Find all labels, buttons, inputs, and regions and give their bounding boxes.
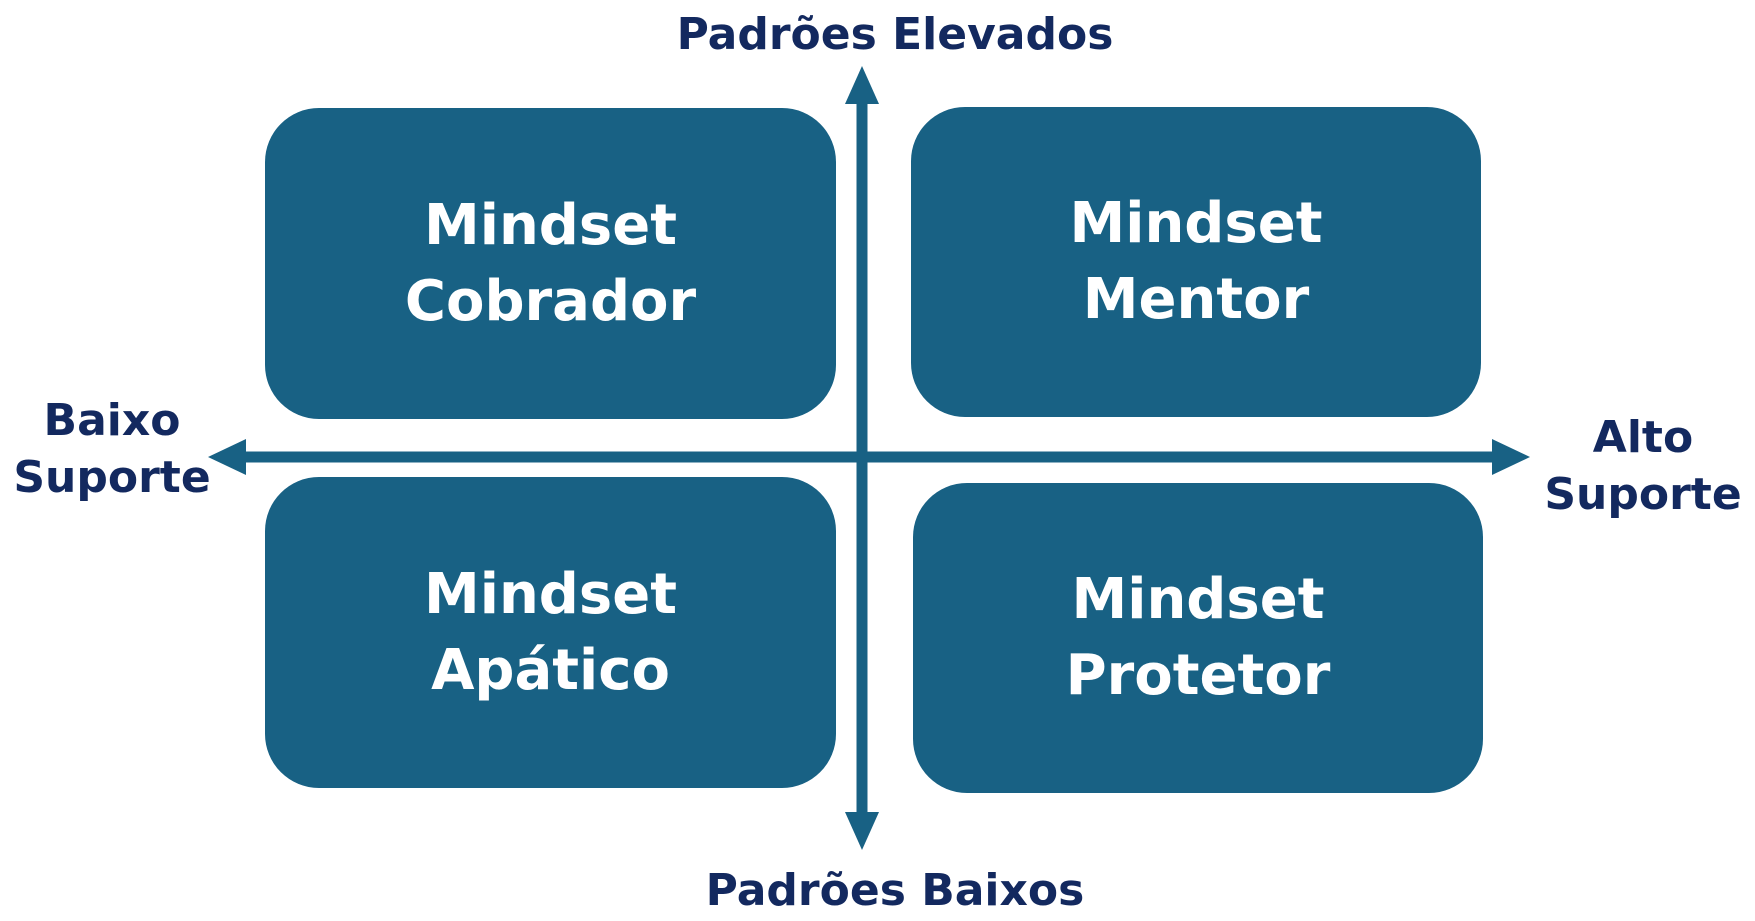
quadrant-top-right: Mindset Mentor [911,107,1481,417]
quadrant-title-line2: Protetor [1065,643,1331,708]
quadrant-title-line1: Mindset [424,192,677,258]
quadrant-title-line2: Apático [431,637,670,703]
quadrant-title-line1: Mindset [424,561,677,627]
axis-label-left: Baixo Suporte [0,392,224,506]
axis-label-left-line2: Suporte [13,452,211,504]
arrow-up-icon [845,66,879,104]
axis-label-right-line2: Suporte [1544,469,1742,521]
axis-label-bottom: Padrões Baixos [705,865,1085,916]
quadrant-title-line2: Cobrador [404,268,697,334]
axis-label-right-line1: Alto [1592,412,1694,463]
arrow-right-icon [1492,439,1530,475]
axis-label-left-line1: Baixo [43,395,181,446]
arrow-down-icon [845,812,879,850]
quadrant-title-line2: Mentor [1082,267,1310,332]
quadrant-bottom-right: Mindset Protetor [913,483,1483,793]
axis-label-top: Padrões Elevados [676,9,1114,60]
quadrant-title-line1: Mindset [1071,567,1325,633]
axis-label-right: Alto Suporte [1531,409,1755,523]
quadrant-top-left: Mindset Cobrador [265,108,836,419]
quadrant-bottom-left: Mindset Apático [265,477,836,788]
arrow-left-icon [208,439,246,475]
quadrant-title-line1: Mindset [1069,191,1323,257]
